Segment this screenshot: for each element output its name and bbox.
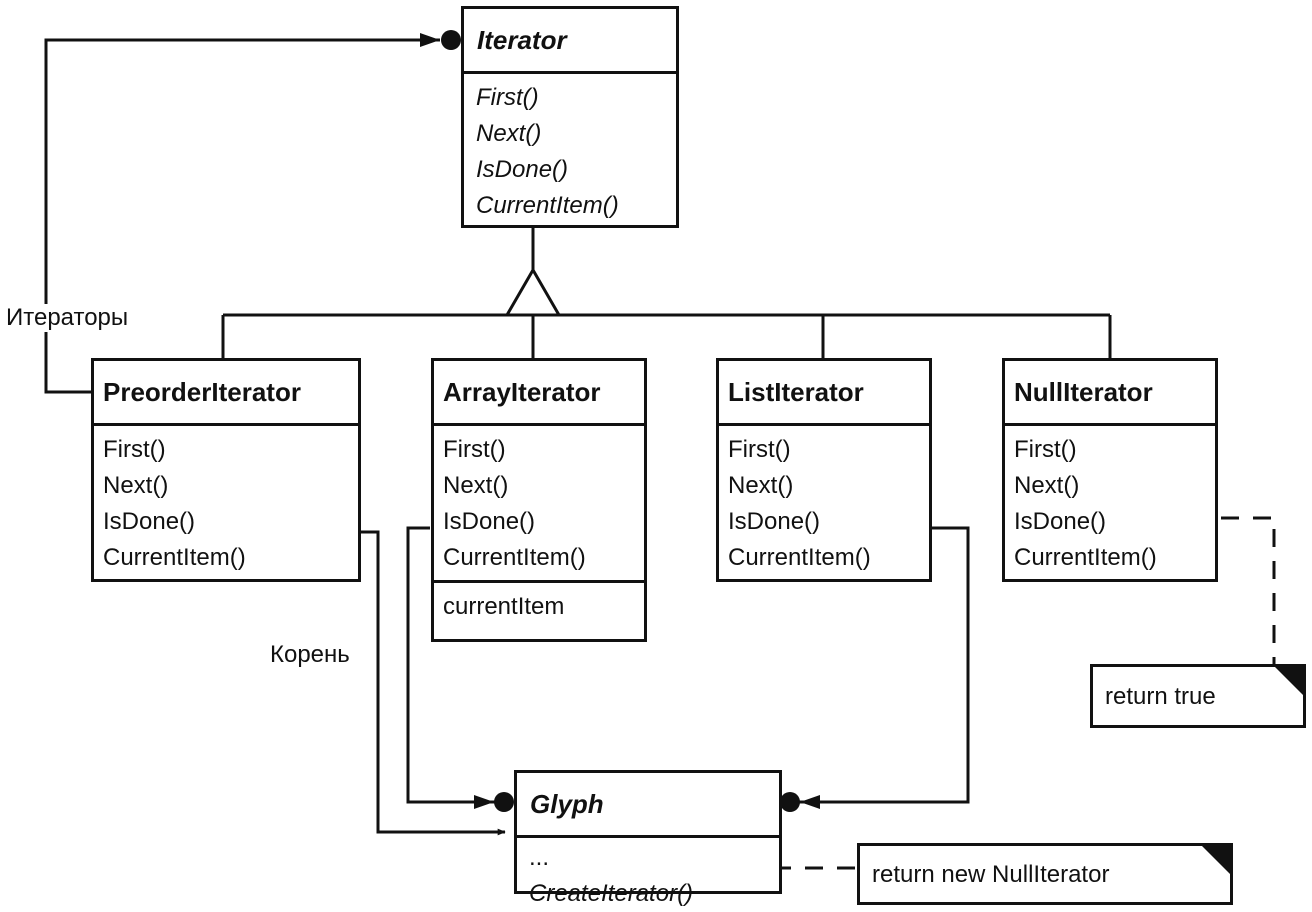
list-iterator-class-name: ListIterator — [719, 361, 929, 426]
iterator-op-currentitem: CurrentItem() — [476, 192, 619, 219]
root-association-line — [359, 530, 506, 836]
array-attr-currentitem: currentItem — [443, 593, 565, 620]
array-op-currentitem: CurrentItem() — [443, 544, 586, 571]
preorder-op-isdone: IsDone() — [103, 508, 196, 535]
array-glyph-association-line — [406, 526, 498, 804]
glyph-class-name: Glyph — [517, 773, 779, 838]
null-iterator-class: NullIterator First() Next() IsDone() Cur… — [1002, 358, 1218, 582]
array-iterator-class-name: ArrayIterator — [434, 361, 644, 426]
array-op-first: First() — [443, 436, 506, 463]
array-op-isdone: IsDone() — [443, 508, 536, 535]
array-op-next: Next() — [443, 472, 509, 499]
list-op-first: First() — [728, 436, 791, 463]
iterator-class: Iterator First() Next() IsDone() Current… — [461, 6, 679, 228]
glyph-right-association-dot — [780, 792, 800, 812]
glyph-op-createiterator: CreateIterator() — [529, 880, 694, 907]
iterator-class-name: Iterator — [464, 9, 676, 74]
inheritance-triangle — [504, 267, 562, 317]
glyph-right-association-arrow — [800, 795, 820, 809]
glyph-left-association-dot — [494, 792, 514, 812]
root-role-label: Корень — [270, 641, 350, 669]
iterator-op-first: First() — [476, 84, 539, 111]
null-op-next: Next() — [1014, 472, 1080, 499]
preorder-iterator-class-name: PreorderIterator — [94, 361, 358, 426]
iterators-role-label: Итераторы — [6, 304, 129, 332]
list-op-isdone: IsDone() — [728, 508, 821, 535]
iterator-association-dot — [441, 30, 461, 50]
preorder-op-next: Next() — [103, 472, 169, 499]
glyph-left-association-arrow — [474, 795, 494, 809]
glyph-op-ellipsis: ... — [529, 844, 550, 871]
array-iterator-class: ArrayIterator First() Next() IsDone() Cu… — [431, 358, 647, 642]
glyph-class: Glyph ... CreateIterator() — [514, 770, 782, 907]
iterator-association-arrow — [420, 33, 440, 47]
list-iterator-class: ListIterator First() Next() IsDone() Cur… — [716, 358, 932, 582]
null-iterator-class-name: NullIterator — [1005, 361, 1215, 426]
isdone-note-text: return true — [1105, 683, 1216, 710]
preorder-op-currentitem: CurrentItem() — [103, 544, 246, 571]
null-op-isdone: IsDone() — [1014, 508, 1107, 535]
list-glyph-association-line — [795, 526, 970, 804]
list-op-currentitem: CurrentItem() — [728, 544, 871, 571]
iterator-op-next: Next() — [476, 120, 542, 147]
list-op-next: Next() — [728, 472, 794, 499]
preorder-iterator-class: PreorderIterator First() Next() IsDone()… — [91, 358, 361, 582]
note-fold-corner — [1272, 664, 1306, 698]
isdone-implementation-note: return true — [1090, 664, 1306, 728]
preorder-op-first: First() — [103, 436, 166, 463]
note-fold-corner — [1199, 843, 1233, 877]
iterator-op-isdone: IsDone() — [476, 156, 569, 183]
create-iterator-note-text: return new NullIterator — [872, 861, 1110, 888]
iterators-association-line — [44, 38, 440, 394]
null-op-first: First() — [1014, 436, 1077, 463]
create-iterator-implementation-note: return new NullIterator — [857, 843, 1233, 905]
null-op-currentitem: CurrentItem() — [1014, 544, 1157, 571]
